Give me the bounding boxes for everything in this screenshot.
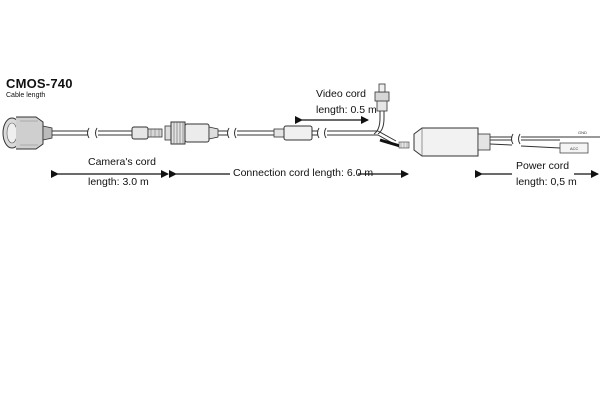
camera-head: [2, 116, 53, 150]
power-cord-label-2: length: 0,5 m: [516, 176, 577, 188]
camera-cable: [52, 127, 132, 139]
diagram-subtitle: Cable length: [6, 92, 46, 99]
camera-cord-label-2: length: 3.0 m: [88, 176, 149, 188]
black-cord: [379, 138, 410, 149]
diagram-title: CMOS-740: [6, 76, 73, 91]
power-cord-label-1: Power cord: [516, 160, 570, 172]
rca-video-plug: [374, 83, 390, 112]
video-cord-label-1: Video cord: [316, 88, 367, 100]
power-cords: [489, 133, 600, 149]
acc-tag: ACC: [559, 142, 589, 154]
connection-cable-2: [312, 127, 397, 146]
video-cord: [373, 110, 385, 135]
connection-cable: [218, 127, 274, 139]
gnd-tag-label: GND: [578, 130, 587, 135]
power-module: [413, 127, 491, 157]
coupling-connector: [164, 121, 219, 145]
connection-cord-label: Connection cord length: 6.0 m: [233, 167, 374, 179]
video-cord-label-2: length: 0.5 m: [316, 104, 377, 116]
camera-cord-label-1: Camera's cord: [88, 156, 156, 168]
dimension-arrows: [51, 116, 599, 178]
acc-tag-label: ACC: [570, 146, 579, 151]
camera-connector: [131, 126, 163, 140]
inline-plug: [273, 125, 313, 141]
